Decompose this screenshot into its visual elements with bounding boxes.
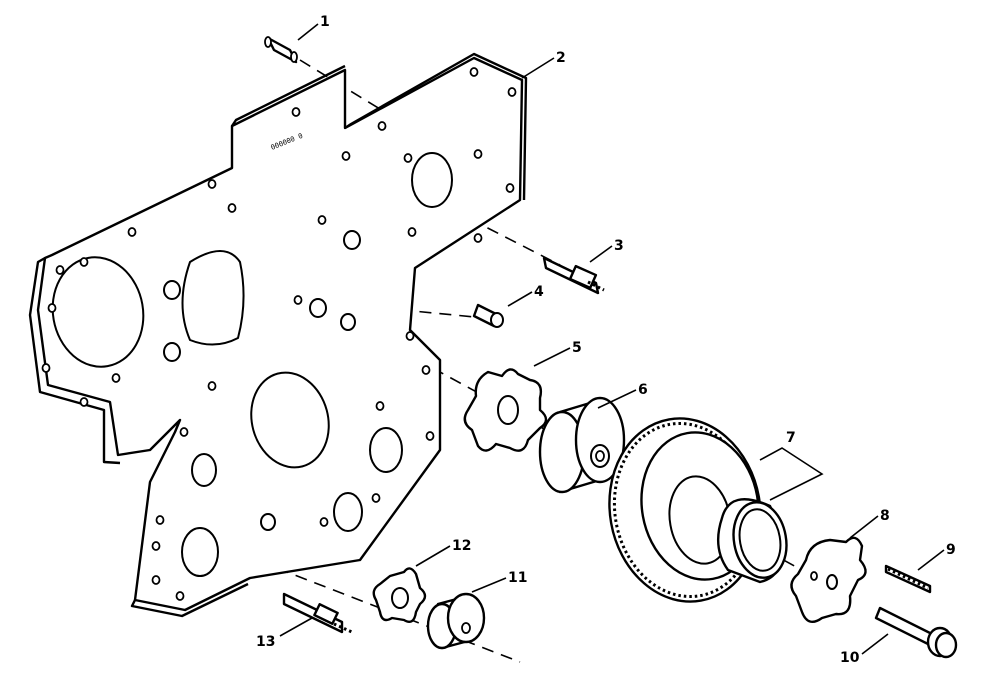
idler-hub: [538, 396, 626, 494]
callout-9: 9: [946, 542, 956, 558]
flange-bolt: [874, 606, 958, 659]
callout-13: 13: [256, 634, 275, 650]
roll-pin: [884, 564, 932, 594]
bolt-holes: [41, 67, 517, 601]
screw: [472, 303, 504, 328]
stud-upper: [542, 256, 605, 295]
front-plate: 000000 0: [28, 52, 528, 618]
callout-5: 5: [572, 340, 582, 356]
callouts: 1 2 3 4 5 6 7 8 9 10 11 12 13: [256, 14, 956, 666]
callout-11: 11: [508, 570, 527, 586]
callout-3: 3: [614, 238, 624, 254]
callout-8: 8: [880, 508, 890, 524]
small-hub: [426, 592, 486, 650]
callout-6: 6: [638, 382, 648, 398]
thrust-plate-rear: [790, 536, 867, 624]
callout-10: 10: [840, 650, 860, 666]
callout-2: 2: [556, 50, 566, 66]
callout-12: 12: [452, 538, 471, 554]
leader-lines: [279, 23, 945, 655]
stud-lower: [282, 592, 353, 634]
callout-7: 7: [786, 430, 796, 446]
callout-1: 1: [320, 14, 330, 30]
gear-bushing: [716, 498, 788, 584]
dowel-pin: [264, 36, 298, 64]
thrust-plate-small: [372, 567, 427, 623]
callout-4: 4: [534, 284, 544, 300]
thrust-plate-large: [463, 368, 548, 452]
